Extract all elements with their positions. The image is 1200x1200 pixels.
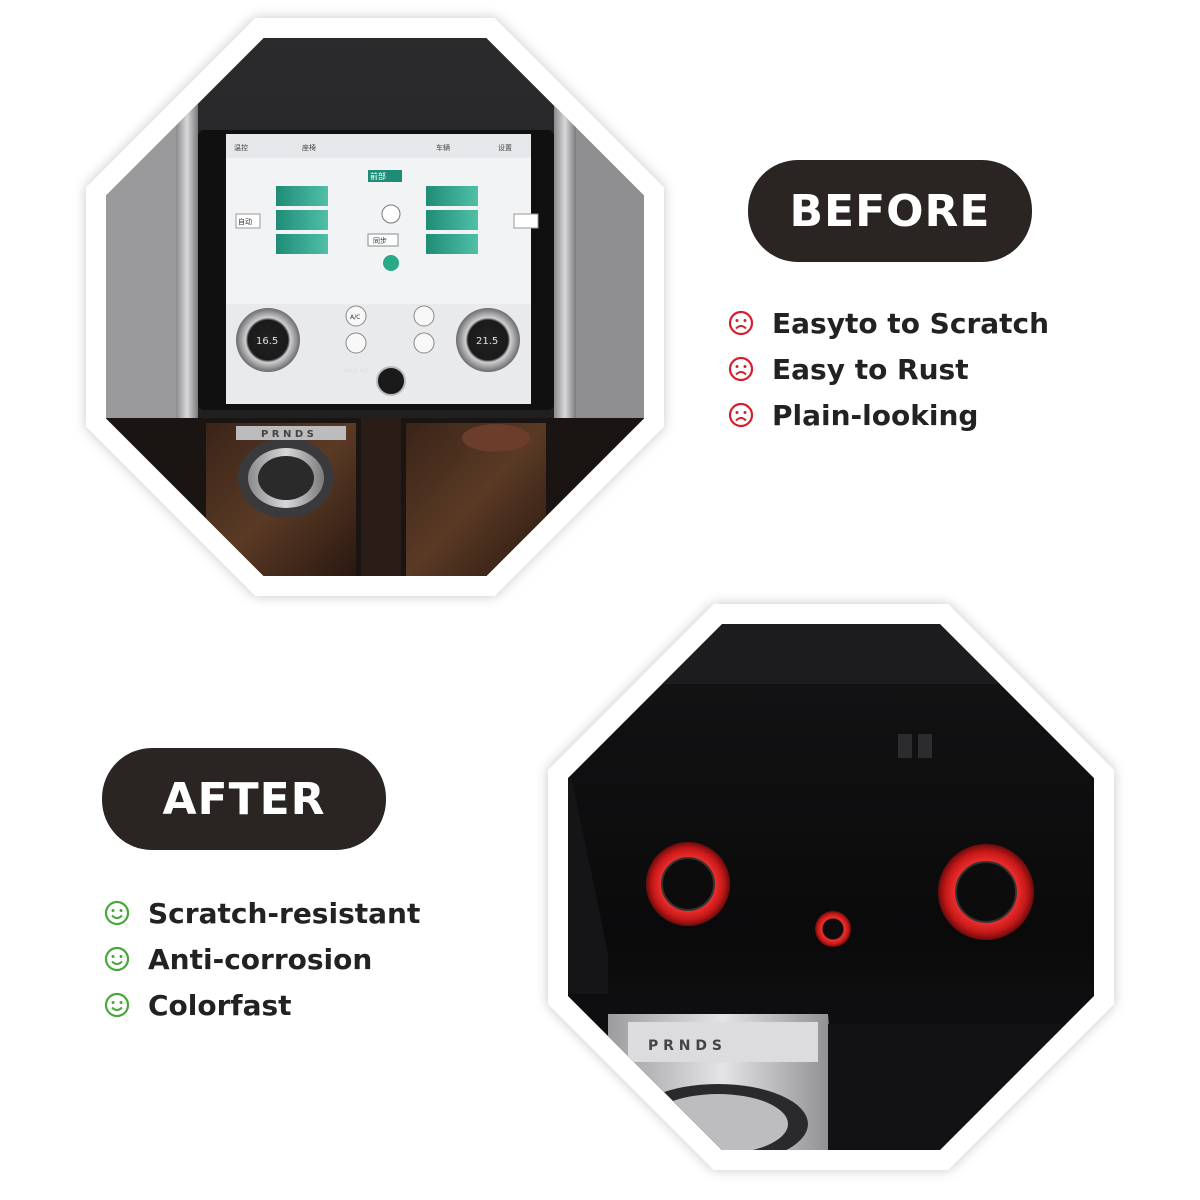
tab-climate: 温控 <box>234 143 248 152</box>
list-item: Plain-looking <box>728 392 1049 438</box>
before-item-text: Plain-looking <box>772 398 979 432</box>
sad-face-icon <box>728 356 754 382</box>
gear-label-before: P R N D S <box>261 429 314 440</box>
tab-settings: 设置 <box>498 143 512 152</box>
list-item: Colorfast <box>104 982 420 1028</box>
tab-seats: 座椅 <box>302 143 316 152</box>
before-list: Easyto to Scratch Easy to Rust Plain-loo… <box>728 300 1049 438</box>
ac-label: A/C <box>350 314 360 321</box>
after-list: Scratch-resistant Anti-corrosion Colorfa… <box>104 890 420 1028</box>
tab-vehicle: 车辆 <box>436 143 450 152</box>
smiley-face-icon <box>104 900 130 926</box>
sad-face-icon <box>728 402 754 428</box>
after-photo-frame: P R N D S <box>548 604 1114 1170</box>
before-photo-frame: P R N D S 16.5 21.5 前部 自动 同步 A/C MAX A/C… <box>86 18 664 596</box>
sad-face-icon <box>728 310 754 336</box>
before-badge: BEFORE <box>748 160 1032 262</box>
list-item: Easyto to Scratch <box>728 300 1049 346</box>
list-item: Easy to Rust <box>728 346 1049 392</box>
left-temp-readout: 16.5 <box>256 336 278 347</box>
zone-label: 前部 <box>370 171 386 181</box>
smiley-face-icon <box>104 992 130 1018</box>
before-item-text: Easyto to Scratch <box>772 306 1050 340</box>
max-ac-label: MAX A/C <box>344 368 370 375</box>
before-item-text: Easy to Rust <box>772 352 969 386</box>
after-badge: AFTER <box>102 748 386 850</box>
after-item-text: Anti-corrosion <box>148 942 373 976</box>
before-photo: P R N D S 16.5 21.5 前部 自动 同步 A/C MAX A/C… <box>106 38 644 576</box>
list-item: Scratch-resistant <box>104 890 420 936</box>
after-item-text: Scratch-resistant <box>148 896 421 930</box>
list-item: Anti-corrosion <box>104 936 420 982</box>
smiley-face-icon <box>104 946 130 972</box>
auto-label: 自动 <box>238 217 252 226</box>
after-item-text: Colorfast <box>148 988 292 1022</box>
sync-label: 同步 <box>373 237 387 245</box>
gear-label-after: P R N D S <box>648 1038 722 1054</box>
after-photo: P R N D S <box>568 624 1094 1150</box>
right-temp-readout: 21.5 <box>476 336 498 347</box>
